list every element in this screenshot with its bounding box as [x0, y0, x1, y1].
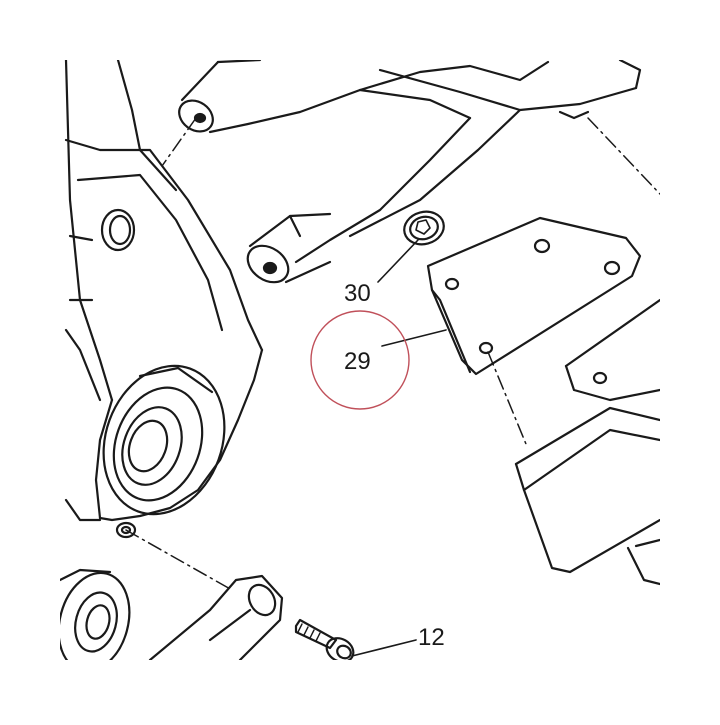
lower-linkage — [148, 574, 284, 660]
main-frame — [60, 60, 264, 660]
screw-part-30 — [403, 210, 445, 246]
footrest-block — [514, 406, 660, 586]
leader-lines — [351, 239, 447, 657]
upper-bracket-arm — [178, 60, 642, 284]
lower-right-plate — [564, 298, 660, 402]
pivot-boss — [102, 364, 226, 516]
center-lines — [125, 117, 660, 591]
lower-boss — [60, 568, 131, 660]
callout-29: 29 — [344, 348, 371, 375]
highlight-circle — [310, 310, 410, 410]
callout-12: 12 — [418, 624, 445, 651]
bolt-part-12 — [294, 618, 355, 660]
callout-30: 30 — [344, 280, 371, 307]
plate-part-29 — [426, 216, 642, 376]
